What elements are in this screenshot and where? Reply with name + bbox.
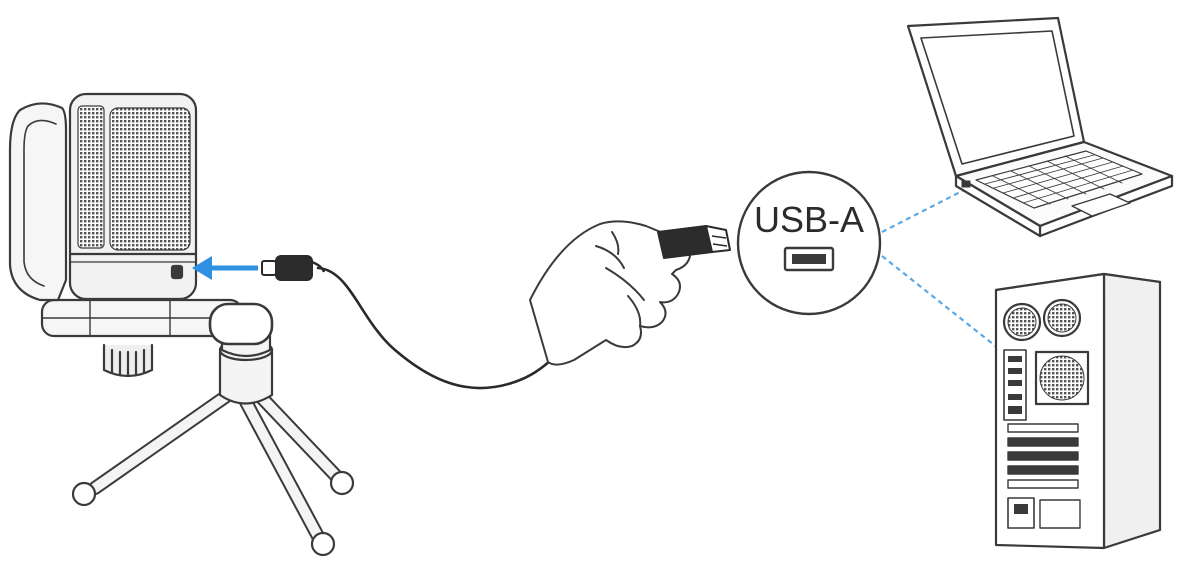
usb-a-port-icon [785, 248, 833, 270]
microphone-icon [10, 94, 353, 555]
tripod-legs [73, 395, 353, 555]
laptop-icon [908, 18, 1172, 236]
cradle [10, 103, 66, 300]
usb-a-label: USB-A [754, 199, 864, 240]
desktop-tower-icon [996, 274, 1160, 548]
link-to-desktop [882, 256, 1008, 356]
link-to-laptop [882, 188, 968, 232]
usb-a-plug-icon [658, 226, 730, 258]
usb-a-callout: USB-A [738, 172, 880, 314]
dashed-links [882, 188, 1008, 356]
psu-fan-icon [1036, 352, 1088, 404]
mount-knob [104, 345, 152, 376]
usb-c-plug-icon [262, 256, 324, 280]
insert-arrow [192, 256, 258, 280]
mount-bar [42, 300, 272, 344]
mic-body [70, 94, 196, 299]
